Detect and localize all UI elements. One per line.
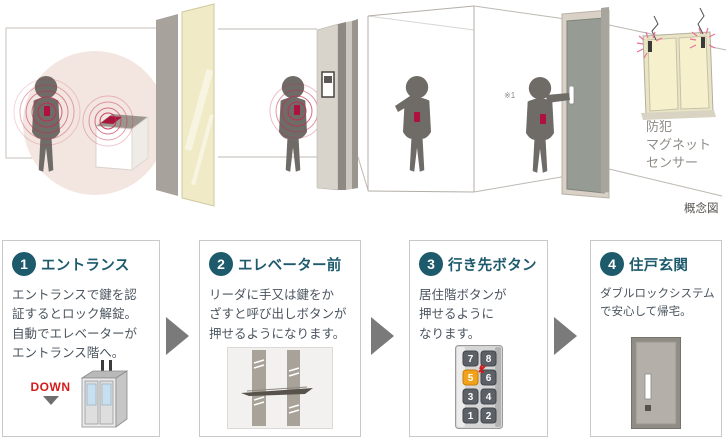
entrance-glass-door (181, 3, 215, 207)
step-number-badge: 1 (12, 252, 36, 276)
down-label: DOWN (30, 380, 71, 394)
step-box-dwelling-entrance: 4 住戸玄関 ダブルロックシステム で安心して帰宅。 (590, 240, 722, 437)
wall-key-reader (321, 71, 335, 98)
step-description: ダブルロックシステム で安心して帰宅。 (600, 286, 715, 318)
step-title: 行き先ボタン (448, 257, 537, 274)
key-signal-waves (13, 78, 81, 146)
button-panel-illustration: 7 8 5 6 3 4 1 2 (410, 345, 547, 429)
scene-window-sensors: 防犯 マグネット センサー (601, 7, 716, 193)
footnote-mark: ※1 (504, 91, 516, 100)
svg-text:2: 2 (485, 411, 491, 422)
svg-text:7: 7 (467, 354, 473, 365)
scene-front-door: ※1 (504, 9, 610, 199)
step-title: 住戸玄関 (629, 257, 689, 274)
person-arm (395, 94, 415, 112)
step-number-badge: 4 (600, 252, 624, 276)
svg-text:3: 3 (467, 392, 473, 403)
entrance-key-reader (82, 95, 149, 171)
step-title: エントランス (41, 257, 130, 274)
elevator-wall (316, 19, 358, 191)
key-in-pocket (414, 112, 420, 122)
step-header: 3 行き先ボタン (419, 252, 541, 276)
svg-text:センサー: センサー (646, 155, 698, 170)
step-header: 1 エントランス (12, 252, 153, 276)
person-arm (546, 93, 570, 103)
person-in-elevator (403, 76, 431, 172)
step-header: 2 エレベーター前 (209, 252, 354, 276)
step-box-elevator-hall: 2 エレベーター前 リーダに手又は鍵をか ざすと呼び出しボタンが 押せるようにな… (199, 240, 361, 437)
step-description: リーダに手又は鍵をか ざすと呼び出しボタンが 押せるようになります。 (209, 287, 347, 341)
elevator-down-indicator: DOWN (31, 380, 71, 405)
elevator-icon (80, 360, 128, 428)
scene-elevator-hall (269, 19, 358, 191)
step-description: 居住階ボタンが 押せるように なります。 (419, 287, 507, 341)
step-description: エントランスで鍵を認 証するとロック解錠。 自動でエレベーターが エントランス階… (12, 287, 138, 361)
flow-arrow-1 (166, 317, 189, 355)
svg-text:マグネット: マグネット (646, 137, 711, 152)
entrance-wall (156, 14, 178, 196)
press-spark-icon (477, 364, 486, 373)
front-door (561, 9, 610, 199)
sensor-label: 防犯 マグネット センサー (646, 119, 711, 170)
diagram-caption: 概念図 (684, 201, 719, 215)
door-illustration (591, 337, 721, 429)
person-at-door (526, 77, 554, 173)
key-in-pocket (540, 114, 546, 124)
flow-arrow-2 (371, 317, 394, 355)
entrance-illustration: DOWN (3, 359, 159, 429)
magnet-sensor-left (636, 15, 663, 59)
svg-text:6: 6 (485, 373, 491, 384)
key-in-pocket (294, 105, 300, 115)
svg-text:4: 4 (485, 392, 491, 403)
wall-corner (601, 7, 609, 193)
svg-text:防犯: 防犯 (646, 119, 672, 134)
step-number-badge: 2 (209, 252, 233, 276)
window (641, 31, 716, 120)
entrance-door-icon (631, 337, 681, 429)
elevator-doors-illustration (200, 347, 360, 429)
svg-text:8: 8 (485, 354, 491, 365)
svg-text:5: 5 (467, 373, 473, 384)
step-title: エレベーター前 (238, 257, 342, 274)
down-arrow-icon (42, 396, 59, 405)
flow-arrow-3 (554, 317, 577, 355)
magnet-sensor-right (689, 7, 716, 49)
elevator-cab-wireframe (367, 5, 475, 193)
step-number-badge: 3 (419, 252, 443, 276)
elevator-button-panel-icon: 7 8 5 6 3 4 1 2 (454, 345, 503, 429)
scene-entrance (5, 3, 215, 207)
step-header: 4 住戸玄関 (600, 252, 715, 276)
concept-illustration: ※1 (5, 3, 726, 215)
scene-elevator-inside (367, 5, 475, 193)
svg-text:1: 1 (467, 411, 473, 422)
step-box-entrance: 1 エントランス エントランスで鍵を認 証するとロック解錠。 自動でエレベーター… (2, 240, 160, 437)
step-box-destination-button: 3 行き先ボタン 居住階ボタンが 押せるように なります。 7 8 5 (409, 240, 548, 437)
highlighted-floor-button (462, 369, 478, 386)
elevator-doors-icon (227, 347, 333, 429)
key-in-pocket (44, 106, 50, 116)
